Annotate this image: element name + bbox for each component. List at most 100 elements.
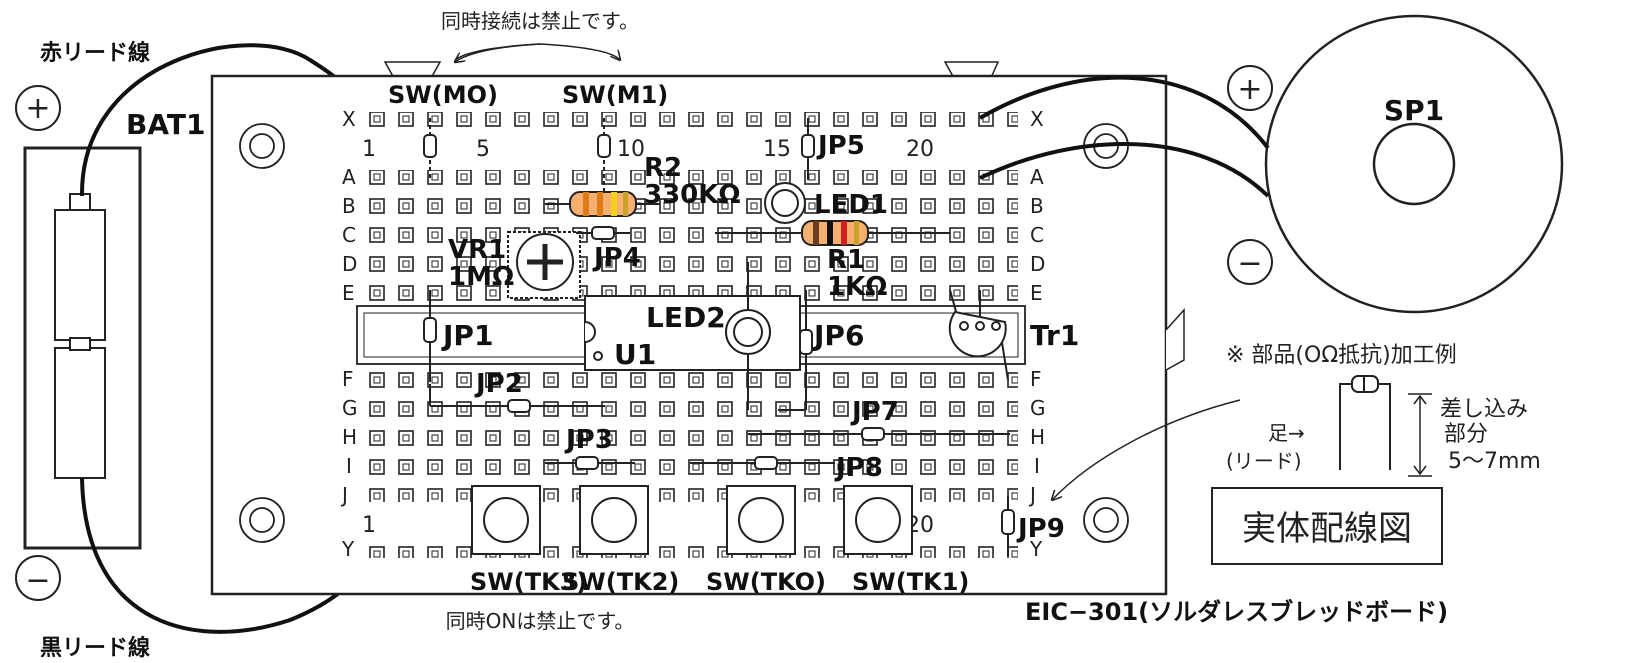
row-label: I bbox=[1034, 454, 1040, 478]
column-number: 5 bbox=[476, 137, 490, 162]
row-label: X bbox=[342, 107, 356, 131]
jp7-jumper bbox=[748, 427, 1010, 441]
jp6-label: JP6 bbox=[812, 319, 864, 352]
jp4-label: JP4 bbox=[592, 243, 641, 273]
jp1-label: JP1 bbox=[441, 319, 493, 352]
tr1-transistor bbox=[948, 289, 1009, 381]
row-label: J bbox=[340, 483, 348, 507]
row-label: F bbox=[342, 367, 354, 391]
note-bottom: 同時ONは禁止です。 bbox=[446, 609, 635, 633]
red-lead-label: 赤リード線 bbox=[40, 40, 150, 66]
r2-resistor bbox=[545, 191, 660, 217]
speaker bbox=[1264, 14, 1564, 314]
r2-value: 330KΩ bbox=[644, 180, 741, 210]
sw-m-jumpers bbox=[423, 118, 611, 208]
minus-icon bbox=[1227, 239, 1273, 285]
column-number: 1 bbox=[362, 513, 376, 538]
black-lead-label: 黒リード線 bbox=[40, 635, 150, 661]
row-label: H bbox=[342, 425, 357, 449]
sw-tk0-label: SW(TKO) bbox=[706, 568, 826, 596]
battery-terminal bbox=[69, 337, 91, 351]
column-number: 15 bbox=[763, 137, 791, 162]
jp7-label: JP7 bbox=[850, 397, 899, 427]
jp8-label: JP8 bbox=[834, 453, 883, 483]
example-resistor bbox=[1339, 375, 1391, 470]
row-label: Y bbox=[1029, 537, 1043, 561]
sw-tk1-label: SW(TK1) bbox=[852, 568, 969, 596]
jp2-label: JP2 bbox=[474, 369, 523, 399]
plus-icon bbox=[1227, 65, 1273, 111]
row-label: C bbox=[1030, 223, 1044, 247]
sw-tk2-label: SW(TK2) bbox=[562, 568, 679, 596]
caption: 実体配線図 bbox=[1242, 509, 1412, 549]
example-arrow bbox=[1052, 399, 1241, 500]
row-labels: X X A A B B C C D D E E F F G G H H I I … bbox=[340, 107, 1046, 561]
r1-name: R1 bbox=[827, 245, 865, 275]
column-number: 20 bbox=[906, 137, 934, 162]
speaker-plus: + bbox=[1237, 72, 1262, 107]
row-label: E bbox=[1030, 281, 1043, 305]
note-top: 同時接続は禁止です。 bbox=[441, 9, 639, 33]
row-label: D bbox=[342, 252, 357, 276]
jp5-jumper bbox=[801, 118, 815, 180]
row-label: F bbox=[1030, 367, 1042, 391]
caption-box bbox=[1211, 487, 1443, 565]
battery-plus: + bbox=[25, 91, 50, 126]
jp5-label: JP5 bbox=[816, 131, 865, 161]
example-lead: (リード) bbox=[1226, 449, 1302, 473]
sw-m0-label: SW(MO) bbox=[388, 81, 498, 109]
vr1-potentiometer bbox=[507, 231, 581, 299]
jp1-jumper bbox=[423, 290, 437, 382]
speaker-label: SP1 bbox=[1384, 94, 1444, 127]
example-insert-2: 部分 bbox=[1444, 422, 1488, 447]
sw-tk3-label: SW(TK3) bbox=[470, 568, 587, 596]
led2-label: LED2 bbox=[646, 301, 726, 334]
jp3-jumper bbox=[545, 456, 635, 470]
note-arrow bbox=[455, 43, 541, 62]
row-label: E bbox=[342, 281, 355, 305]
tr1-label: Tr1 bbox=[1030, 319, 1079, 352]
tactile-switches bbox=[471, 485, 913, 555]
row-label: I bbox=[346, 454, 352, 478]
speaker-wire bbox=[979, 142, 1270, 198]
example-leg: 足→ bbox=[1268, 421, 1305, 445]
row-label: G bbox=[342, 396, 358, 420]
column-number: 1 bbox=[362, 137, 376, 162]
row-label: X bbox=[1030, 107, 1044, 131]
row-label: A bbox=[1030, 165, 1044, 189]
example-title: ※ 部品(OΩ抵抗)加工例 bbox=[1226, 343, 1457, 368]
speaker-minus: − bbox=[1237, 246, 1262, 281]
r2-name: R2 bbox=[644, 153, 682, 183]
minus-icon bbox=[15, 555, 61, 601]
row-label: C bbox=[342, 223, 356, 247]
sw-m1-label: SW(M1) bbox=[562, 81, 668, 109]
column-number: 10 bbox=[617, 137, 645, 162]
led1-label: LED1 bbox=[814, 190, 888, 220]
row-label: D bbox=[1030, 252, 1045, 276]
jp6-jumper bbox=[778, 290, 813, 411]
r1-resistor bbox=[715, 220, 950, 246]
row-label: B bbox=[1030, 194, 1044, 218]
board-name: EIC−301(ソルダレスブレッドボード) bbox=[1025, 598, 1448, 626]
vr1-name: VR1 bbox=[448, 235, 506, 265]
example-insert-len: 5〜7mm bbox=[1448, 449, 1541, 474]
example-insert-1: 差し込み bbox=[1440, 397, 1528, 422]
battery-cell bbox=[54, 347, 106, 479]
speaker-wire bbox=[978, 75, 1270, 150]
row-label: H bbox=[1030, 425, 1045, 449]
row-label: J bbox=[1028, 483, 1036, 507]
jp3-label: JP3 bbox=[564, 425, 613, 455]
row-label: Y bbox=[341, 537, 355, 561]
r1-value: 1KΩ bbox=[827, 272, 887, 302]
led2 bbox=[725, 262, 771, 410]
u1-label: U1 bbox=[614, 338, 656, 371]
row-label: A bbox=[342, 165, 356, 189]
battery-minus: − bbox=[25, 563, 50, 598]
battery-terminal bbox=[69, 193, 91, 211]
battery-cell bbox=[54, 209, 106, 341]
plus-icon bbox=[15, 85, 61, 131]
jp9-jumper bbox=[1001, 496, 1015, 556]
jp4-jumper bbox=[576, 226, 630, 240]
column-numbers: 1 5 10 15 20 1 20 bbox=[362, 137, 934, 538]
